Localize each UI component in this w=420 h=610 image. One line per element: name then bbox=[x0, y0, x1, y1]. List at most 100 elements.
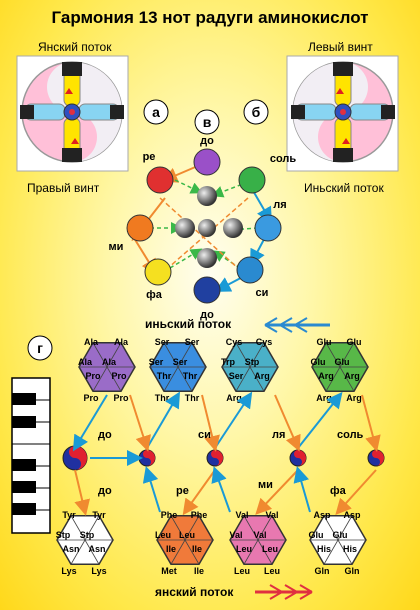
amino-label: Pro bbox=[83, 393, 99, 403]
note-mi: ми bbox=[109, 214, 154, 253]
amino-label: Leu bbox=[234, 566, 250, 576]
amino-label: Thr bbox=[183, 371, 198, 381]
svg-text:ля: ля bbox=[273, 199, 286, 211]
amino-label: Val bbox=[265, 510, 278, 520]
amino-label: Thr bbox=[185, 393, 200, 403]
amino-label: Gln bbox=[315, 566, 330, 576]
amino-label: Lys bbox=[91, 566, 106, 576]
amino-label: Val bbox=[235, 510, 248, 520]
bottom-note-re: ре bbox=[176, 485, 189, 497]
amino-label: Leu bbox=[262, 544, 278, 554]
amino-label: Stp bbox=[245, 357, 260, 367]
amino-label: Pro bbox=[85, 371, 101, 381]
amino-label: Phe bbox=[191, 510, 208, 520]
svg-text:си: си bbox=[256, 287, 269, 299]
yinyang-node-1 bbox=[138, 449, 156, 467]
note-network: до ре соль ми ля фа си до bbox=[109, 135, 297, 321]
note-fa: фа bbox=[144, 258, 172, 301]
note-la: ля bbox=[254, 199, 287, 242]
amino-label: Ile bbox=[166, 544, 176, 554]
yan-flow-arrow bbox=[255, 584, 313, 600]
lattice-link-6 bbox=[274, 394, 301, 452]
amino-label: His bbox=[317, 544, 331, 554]
amino-label: Leu bbox=[264, 566, 280, 576]
label-a: а bbox=[143, 99, 169, 125]
amino-label: Cys bbox=[226, 337, 243, 347]
yinyang-node-2 bbox=[206, 449, 224, 467]
amino-label: Thr bbox=[157, 371, 172, 381]
lattice-link-9 bbox=[142, 466, 161, 513]
note-do-top: до bbox=[193, 135, 221, 176]
bottom-note-mi: ми bbox=[258, 479, 273, 491]
lattice-link-14 bbox=[335, 469, 377, 515]
amino-label: Thr bbox=[155, 393, 170, 403]
yinyang-node-4 bbox=[367, 449, 385, 467]
lattice-link-0 bbox=[72, 394, 108, 452]
amino-label: Glu bbox=[311, 357, 326, 367]
note-sol: соль bbox=[238, 153, 297, 194]
amino-label: Ser bbox=[155, 337, 170, 347]
amino-label: Pro bbox=[113, 393, 129, 403]
label-g: г bbox=[27, 335, 53, 361]
label-b: б bbox=[243, 99, 269, 125]
amino-label: Val bbox=[253, 530, 266, 540]
svg-text:до: до bbox=[200, 135, 214, 147]
lattice-link-10 bbox=[182, 469, 216, 516]
amino-label: Stp bbox=[80, 530, 95, 540]
amino-label: Phe bbox=[161, 510, 178, 520]
amino-label: Leu bbox=[179, 530, 195, 540]
amino-label: Glu bbox=[333, 530, 348, 540]
yan-flow-label: янский поток bbox=[155, 585, 234, 599]
left-screw-emblem bbox=[286, 55, 399, 172]
amino-label: Lys bbox=[61, 566, 76, 576]
amino-label: Ser bbox=[173, 357, 188, 367]
lattice-link-2 bbox=[214, 391, 253, 449]
amino-label: Asn bbox=[88, 544, 105, 554]
right-screw-label: Правый винт bbox=[27, 181, 100, 195]
lattice-link-4 bbox=[129, 394, 151, 452]
amino-label: Arg bbox=[254, 371, 270, 381]
svg-text:до: до bbox=[200, 309, 214, 321]
amino-label: Leu bbox=[155, 530, 171, 540]
bottom-note-fa: фа bbox=[330, 485, 347, 497]
amino-label: Asn bbox=[62, 544, 79, 554]
amino-label: Glu bbox=[309, 530, 324, 540]
svg-text:соль: соль bbox=[270, 153, 297, 165]
amino-label: Met bbox=[161, 566, 177, 576]
amino-label: Cys bbox=[256, 337, 273, 347]
svg-text:ре: ре bbox=[143, 151, 156, 163]
amino-label: Ile bbox=[192, 544, 202, 554]
note-do-bottom: до bbox=[193, 276, 221, 321]
amino-label: Glu bbox=[347, 337, 362, 347]
bottom-note-do2: до bbox=[98, 485, 112, 497]
amino-label: Glu bbox=[335, 357, 350, 367]
yinyang-node-3 bbox=[289, 449, 307, 467]
svg-text:фа: фа bbox=[146, 289, 163, 301]
amino-label: Stp bbox=[56, 530, 71, 540]
lattice-link-12 bbox=[255, 469, 299, 515]
piano-keyboard-icon bbox=[11, 377, 51, 534]
left-screw-label: Левый винт bbox=[308, 40, 373, 54]
amino-label: Ile bbox=[194, 566, 204, 576]
svg-text:б: б bbox=[252, 104, 261, 120]
note-re: ре bbox=[143, 151, 174, 194]
amino-label: Asp bbox=[313, 510, 331, 520]
yinyang-node-0 bbox=[62, 445, 88, 471]
label-v: в bbox=[194, 109, 220, 135]
bottom-note-la: ля bbox=[272, 429, 285, 441]
amino-label: Ser bbox=[185, 337, 200, 347]
amino-label: Arg bbox=[346, 393, 362, 403]
amino-label: Arg bbox=[344, 371, 360, 381]
amino-label: Ala bbox=[78, 357, 93, 367]
amino-label: Tyr bbox=[62, 510, 76, 520]
amino-label: Trp bbox=[221, 357, 236, 367]
bottom-note-si: си bbox=[198, 429, 211, 441]
